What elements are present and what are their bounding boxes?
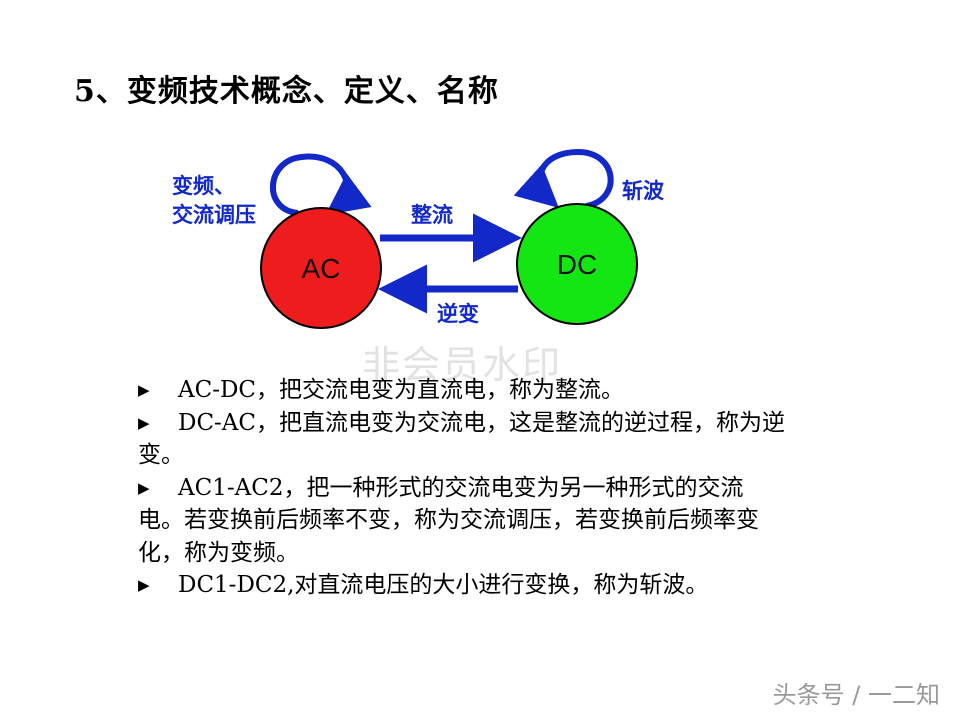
ac-node (260, 207, 382, 329)
ac-node-label: AC (302, 253, 341, 284)
bullet-item: ▶ AC-DC，把交流电变为直流电，称为整流。 (138, 374, 788, 407)
bullet-text: DC-AC，把直流电变为交流电，这是整流的逆过程，称为逆变。 (138, 409, 786, 469)
bullet-list: ▶AC-DC，把交流电变为直流电，称为整流。 ▶DC-AC，把直流电变为交流电，… (138, 374, 788, 602)
bullet-marker-icon: ▶ (138, 381, 150, 399)
bullet-item: ▶DC-AC，把直流电变为交流电，这是整流的逆过程，称为逆变。 (138, 407, 788, 472)
bullet-text: DC1-DC2,对直流电压的大小进行变换，称为斩波。 (178, 572, 709, 598)
ac-loop-label-line2: 交流调压 (172, 203, 256, 227)
dc-loop-label: 斩波 (622, 179, 665, 203)
ac-self-loop-arrow (270, 153, 372, 216)
dc-node (516, 203, 638, 325)
page-title: 5、变频技术概念、定义、名称 (74, 74, 499, 109)
bullet-item: ▶ DC1-DC2,对直流电压的大小进行变换，称为斩波。 (138, 569, 788, 602)
bullet-item: ▶AC1-AC2，把一种形式的交流电变为另一种形式的交流电。若变换前后频率不变，… (138, 472, 788, 570)
invert-label: 逆变 (437, 302, 479, 326)
footer-attribution: 头条号 / 一二知 (772, 681, 940, 709)
dc-self-loop-arrow (513, 148, 614, 209)
bullet-marker-icon: ▶ (138, 478, 150, 497)
bullet-marker-icon: ▶ (138, 413, 150, 432)
ac-loop-label-line1: 变频、 (172, 174, 235, 198)
rectify-label: 整流 (411, 203, 453, 227)
bullet-text: AC1-AC2，把一种形式的交流电变为另一种形式的交流电。若变换前后频率不变，称… (138, 474, 759, 566)
watermark: 非会员水印 (362, 343, 563, 387)
bullet-marker-icon: ▶ (138, 576, 150, 594)
dc-node-label: DC (557, 249, 597, 280)
bullet-text: AC-DC，把交流电变为直流电，称为整流。 (178, 377, 625, 403)
